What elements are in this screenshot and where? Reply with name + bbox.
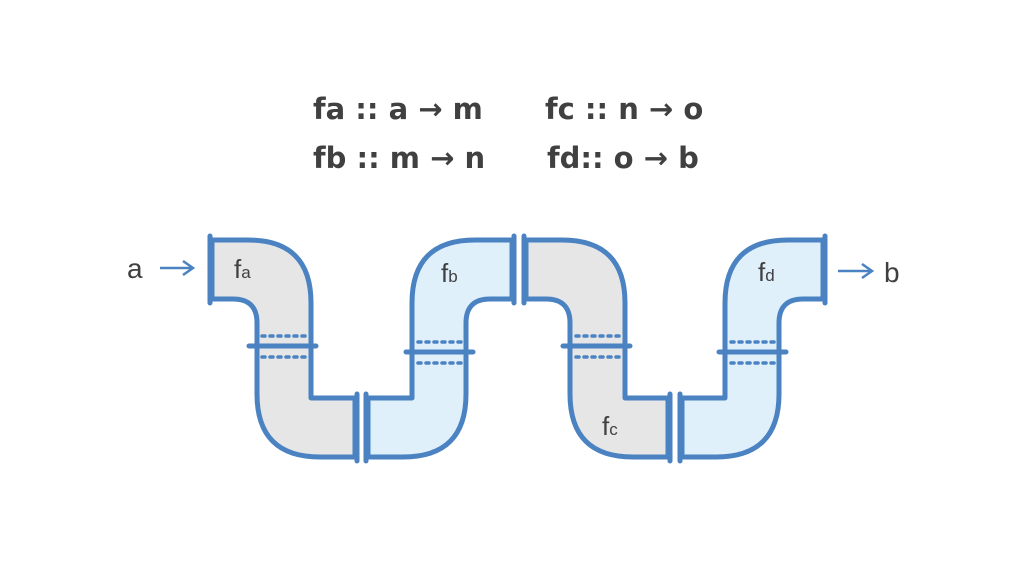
- signature-fb: fb :: m → n: [313, 141, 486, 175]
- pipe-fb: fb: [363, 233, 517, 464]
- pipe-fc-label: fc: [602, 411, 618, 441]
- pipe-fb-label: fb: [441, 258, 458, 288]
- pipe-fa-label: fa: [234, 254, 251, 284]
- pipe-fc-outline: [523, 237, 671, 460]
- signature-fd: fd:: o → b: [547, 141, 699, 175]
- pipe-fa: fa: [207, 233, 360, 464]
- pipe-fb-outline: [365, 237, 515, 460]
- input-label: a: [127, 253, 143, 284]
- pipe-fc-label-base: f: [602, 411, 610, 441]
- pipe-fd-body: [682, 240, 823, 457]
- pipe-fd-label: fd: [758, 257, 775, 287]
- pipe-fd-label-sub: d: [765, 266, 774, 285]
- pipe-fd-outline: [679, 237, 826, 460]
- pipe-fd-label-base: f: [758, 257, 766, 287]
- input-arrow: [160, 259, 196, 277]
- pipe-fb-label-sub: b: [448, 267, 457, 286]
- pipe-fb-label-base: f: [441, 258, 449, 288]
- pipe-fa-outline: [209, 237, 358, 460]
- pipe-fa-label-base: f: [234, 254, 242, 284]
- output-label: b: [884, 257, 900, 288]
- pipe-fb-body: [368, 240, 512, 457]
- signature-fa: fa :: a → m: [313, 92, 483, 126]
- signature-fc: fc :: n → o: [545, 92, 704, 126]
- pipe-fc: fc: [521, 233, 673, 464]
- pipe-fa-label-sub: a: [241, 263, 251, 282]
- pipe-fd: fd: [677, 233, 828, 464]
- pipe-fc-label-sub: c: [609, 420, 618, 439]
- output-arrow: [838, 262, 875, 280]
